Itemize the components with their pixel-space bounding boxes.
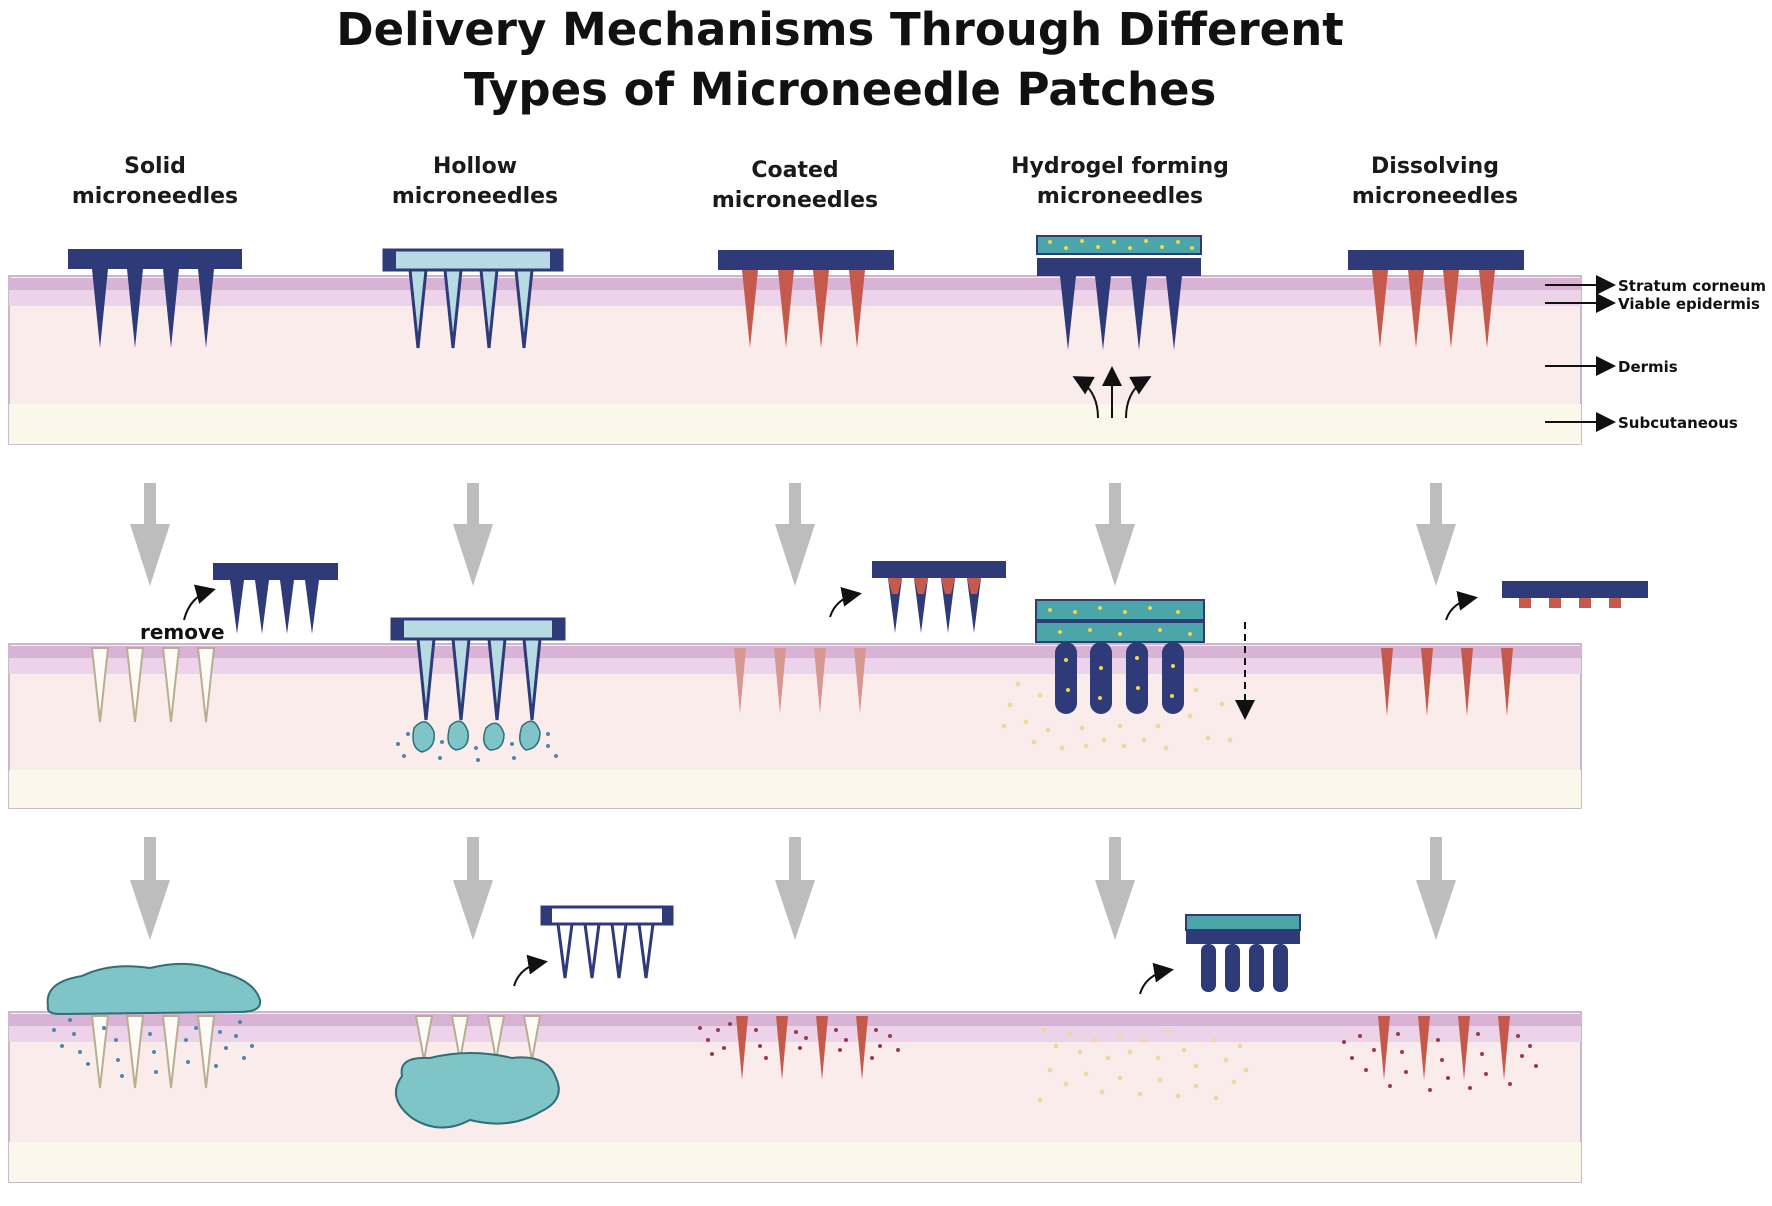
skin-panel-2 [8,643,1582,809]
hollow-patch-injecting [390,617,566,762]
title-line-1: Delivery Mechanisms Through Different [336,3,1344,56]
down-arrow [775,837,815,940]
solid-patch-applied [68,249,242,348]
diagram-title: Delivery Mechanisms Through Different Ty… [0,0,1680,120]
column-title-dissolving: Dissolving microneedles [1351,154,1519,209]
label-stratum-corneum: Stratum corneum [1618,277,1766,295]
layer-pointer-arrows [1545,275,1616,432]
coated-drug-release [698,1016,900,1080]
solid-micropores [90,647,216,723]
down-arrow [130,483,170,586]
dissolving-patch-removed [1445,581,1648,621]
down-arrow [453,483,493,586]
column-title-coated: Coated microneedles [711,158,879,213]
solid-patch-removed [183,563,338,634]
hollow-patch-applied [382,248,564,349]
hollow-patch-removed [513,905,674,987]
coated-patch-applied [718,250,894,348]
column-title-hollow: Hollow microneedles [391,154,559,209]
label-remove: remove [140,620,225,644]
progression-arrows [130,483,1456,940]
label-subcutaneous: Subcutaneous [1618,414,1738,432]
skin-panel-1 [8,275,1582,445]
down-arrow [130,837,170,940]
hydrogel-patch-removed [1139,914,1301,995]
down-arrow [453,837,493,940]
label-viable-epidermis: Viable epidermis [1618,295,1760,313]
dissolving-needles-embedded [1381,648,1513,716]
label-dermis: Dermis [1618,358,1678,376]
down-arrow [1416,837,1456,940]
column-title-solid: Solid microneedles [71,154,239,209]
column-title-hydrogel: Hydrogel forming microneedles [1011,154,1229,209]
down-arrow [1095,837,1135,940]
skin-panel-3 [8,1011,1582,1183]
coated-deposits [734,648,866,714]
title-line-2: Types of Microneedle Patches [463,63,1217,116]
hydrogel-patch-swollen [1001,599,1255,751]
coated-patch-removed [829,561,1006,633]
hydrogel-patch-applied [1036,235,1202,419]
dissolving-patch-applied [1348,250,1524,348]
down-arrow [1416,483,1456,586]
dissolving-drug-release [1342,1016,1538,1092]
solid-drug-diffusion [46,962,262,1089]
hydrogel-drug-release [1037,1027,1249,1103]
down-arrow [775,483,815,586]
hollow-drug-deposit [394,1015,560,1129]
down-arrow [1095,483,1135,586]
